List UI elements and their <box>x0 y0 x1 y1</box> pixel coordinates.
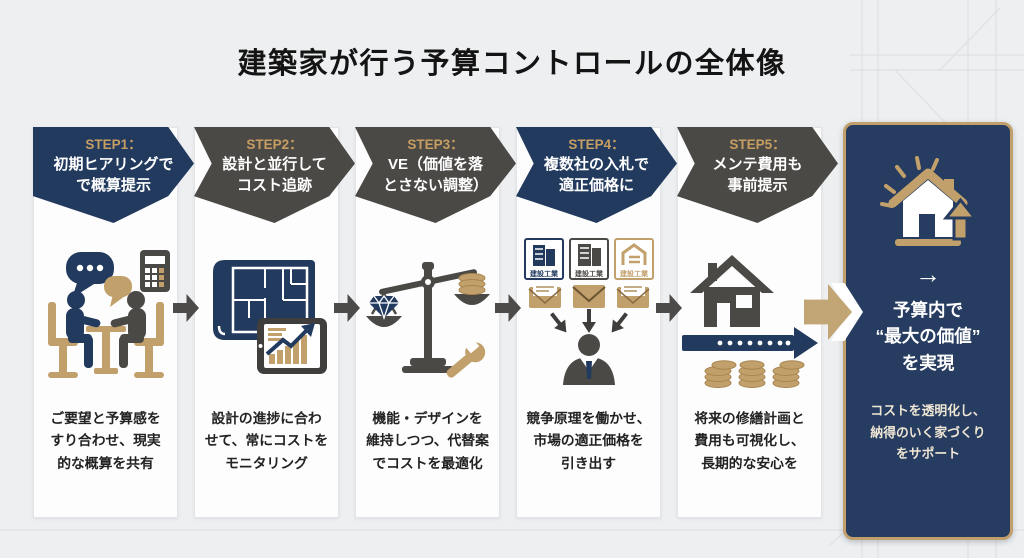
consultation-icon <box>34 224 177 402</box>
step-card-1: STEP1： 初期ヒアリングで で概算提示 <box>33 127 194 518</box>
company-label-3: 建設工業 <box>620 269 649 278</box>
step-5-header: STEP5： メンテ費用も 事前提示 <box>677 127 838 223</box>
step-card-3: STEP3： VE（価値を落 とさない調整） <box>355 127 516 518</box>
step-4-header: STEP4： 複数社の入札で 適正価格に <box>516 127 677 223</box>
company-label-2: 建設工業 <box>575 269 604 278</box>
page-title: 建築家が行う予算コントロールの全体像 <box>237 48 787 80</box>
result-arrow-glyph: → <box>915 259 941 289</box>
step-4-heading: 複数社の入札で 適正価格に <box>543 155 649 194</box>
step-4-label: STEP4： <box>568 137 625 152</box>
balance-scale-icon <box>356 224 499 402</box>
steps-row: STEP1： 初期ヒアリングで で概算提示 <box>33 127 838 518</box>
step-4-description: 競争原理を働かせ、 市場の適正価格を 引き出す <box>526 411 651 471</box>
result-subtitle: コストを透明化し、 納得のいく家づくり をサポート <box>870 402 986 462</box>
step-3-header: STEP3： VE（価値を落 とさない調整） <box>355 127 516 223</box>
result-title: 予算内で “最大の価値” を実現 <box>875 300 981 373</box>
step-5-label: STEP5： <box>729 137 786 152</box>
step-3-label: STEP3： <box>407 137 464 152</box>
result-panel: → 予算内で “最大の価値” を実現 コストを透明化し、 納得のいく家づくり を… <box>843 122 1013 540</box>
step-5-heading: メンテ費用も 事前提示 <box>712 155 803 194</box>
bidding-icon: 建設工業 建設工業 建設工業 <box>517 224 660 402</box>
step-1-header: STEP1： 初期ヒアリングで で概算提示 <box>33 127 194 223</box>
step-card-2: STEP2： 設計と並行して コスト追跡 <box>194 127 355 518</box>
maintenance-timeline-icon <box>678 224 821 402</box>
step-1-description: ご要望と予算感を すり合わせ、現実 的な概算を共有 <box>50 411 161 471</box>
step-1-label: STEP1： <box>85 137 142 152</box>
step-2-heading: 設計と並行して コスト追跡 <box>222 155 327 194</box>
house-value-icon <box>880 156 979 246</box>
step-2-header: STEP2： 設計と並行して コスト追跡 <box>194 127 355 223</box>
step-1-heading: 初期ヒアリングで で概算提示 <box>53 155 174 194</box>
step-3-heading: VE（価値を落 とさない調整） <box>382 155 488 194</box>
step-3-description: 機能・デザインを 維持しつつ、代替案 でコストを最適化 <box>366 411 489 471</box>
company-label-1: 建設工業 <box>530 269 559 278</box>
step-card-4: STEP4： 複数社の入札で 適正価格に 建設工業 建設工業 建設工業 <box>516 127 677 518</box>
blueprint-tablet-icon <box>195 224 338 402</box>
step-2-label: STEP2： <box>246 137 303 152</box>
step-5-description: 将来の修繕計画と 費用も可視化し、 長期的な安心を <box>694 411 805 471</box>
step-2-description: 設計の進捗に合わ せて、常にコストを モニタリング <box>204 411 329 471</box>
step-card-5: STEP5： メンテ費用も 事前提示 <box>677 127 838 518</box>
